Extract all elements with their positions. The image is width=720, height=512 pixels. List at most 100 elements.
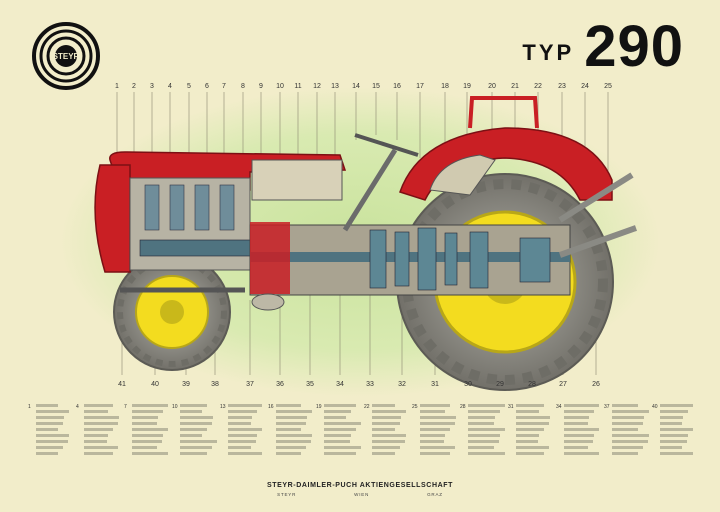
legend-text-line [228, 404, 262, 407]
crankshaft [139, 239, 251, 257]
legend-text-line [180, 440, 217, 443]
callout-number: 9 [259, 83, 263, 90]
callout-number: 2 [132, 83, 136, 90]
legend-text-line [276, 410, 312, 413]
callout-number: 18 [441, 83, 449, 90]
legend-text-line [660, 446, 682, 449]
legend-text-line [516, 410, 539, 413]
typ-label: TYP [522, 40, 575, 65]
legend-number: 4 [76, 404, 79, 410]
legend-column: 22 [364, 404, 408, 458]
callout-number: 13 [331, 83, 339, 90]
legend-text-line [420, 428, 450, 431]
legend-text-line [420, 440, 444, 443]
legend-text-line [612, 422, 643, 425]
legend-number: 13 [220, 404, 226, 410]
footer: STEYR-DAIMLER-PUCH AKTIENGESELLSCHAFT ST… [0, 482, 720, 497]
callout-number: 41 [118, 381, 126, 388]
legend-text-line [372, 416, 401, 419]
legend-text-line [324, 422, 361, 425]
legend-text-line [36, 410, 69, 413]
callout-number: 3 [150, 83, 154, 90]
pistons [144, 184, 235, 231]
legend-text-line [228, 416, 252, 419]
legend-text-line [660, 416, 683, 419]
front-wheel [113, 253, 231, 371]
legend-text-line [228, 452, 262, 455]
callout-number: 16 [393, 83, 401, 90]
legend-text-line [228, 446, 251, 449]
legend-text-line [228, 434, 257, 437]
legend-text-line [372, 410, 406, 413]
legend-text-line [660, 410, 688, 413]
legend-text-line [420, 416, 456, 419]
legend-text-line [324, 440, 350, 443]
legend-text-line [420, 452, 450, 455]
legend-text-line [132, 404, 168, 407]
legend-text-line [84, 428, 113, 431]
steering-column [342, 148, 398, 232]
callout-number: 21 [511, 83, 519, 90]
callout-number: 12 [313, 83, 321, 90]
legend-text-line [324, 416, 346, 419]
legend-text-line [180, 404, 207, 407]
legend-text-line [132, 446, 157, 449]
legend-text-line [84, 416, 119, 419]
model-title: TYP 290 [522, 18, 684, 76]
legend-text-line [660, 428, 693, 431]
legend-text-line [468, 428, 505, 431]
callout-number: 31 [431, 381, 439, 388]
legend-text-line [84, 404, 113, 407]
legend-text-line [612, 434, 649, 437]
legend-text-line [132, 422, 157, 425]
legend-column: 31 [508, 404, 552, 458]
legend-text-line [420, 422, 455, 425]
hydraulic-arm [558, 172, 634, 223]
callout-number: 32 [398, 381, 406, 388]
legend-text-line [468, 404, 505, 407]
legend-text-line [228, 410, 257, 413]
legend-text-line [660, 434, 688, 437]
legend-text-line [468, 452, 505, 455]
legend-text-line [564, 416, 589, 419]
callout-number: 10 [276, 83, 284, 90]
legend-text-line [276, 434, 312, 437]
legend-text-line [276, 404, 301, 407]
legend-text-line [84, 446, 118, 449]
legend-text-line [36, 416, 64, 419]
legend-text-line [516, 440, 538, 443]
legend-text-line [564, 428, 599, 431]
legend-text-line [516, 416, 550, 419]
legend-text-line [132, 428, 168, 431]
legend-text-line [324, 404, 356, 407]
lower-link [558, 225, 638, 258]
legend-text-line [276, 416, 307, 419]
legend-number: 16 [268, 404, 274, 410]
legend-text-line [420, 404, 450, 407]
city-wien: WIEN [354, 492, 370, 497]
legend-text-line [660, 404, 693, 407]
legend-text-line [132, 440, 162, 443]
callout-number: 40 [151, 381, 159, 388]
legend-text-line [276, 428, 301, 431]
legend-text-line [228, 422, 251, 425]
drive-shaft [250, 252, 570, 262]
radiator-grille [94, 164, 131, 273]
callout-number: 14 [352, 83, 360, 90]
legend-text-line [228, 440, 256, 443]
callout-number: 19 [463, 83, 471, 90]
legend-text-line [564, 452, 599, 455]
legend-column: 16 [268, 404, 312, 458]
legend-text-line [276, 440, 311, 443]
legend-text-line [180, 434, 202, 437]
callout-number: 30 [464, 381, 472, 388]
model-number: 290 [584, 14, 684, 79]
legend-text-line [36, 434, 69, 437]
legend-number: 37 [604, 404, 610, 410]
legend-text-line [372, 422, 400, 425]
legend-number: 22 [364, 404, 370, 410]
callout-number: 37 [246, 381, 254, 388]
legend-text-line [468, 434, 500, 437]
legend-column: 25 [412, 404, 456, 458]
steyr-logo: STEYR [32, 22, 100, 90]
